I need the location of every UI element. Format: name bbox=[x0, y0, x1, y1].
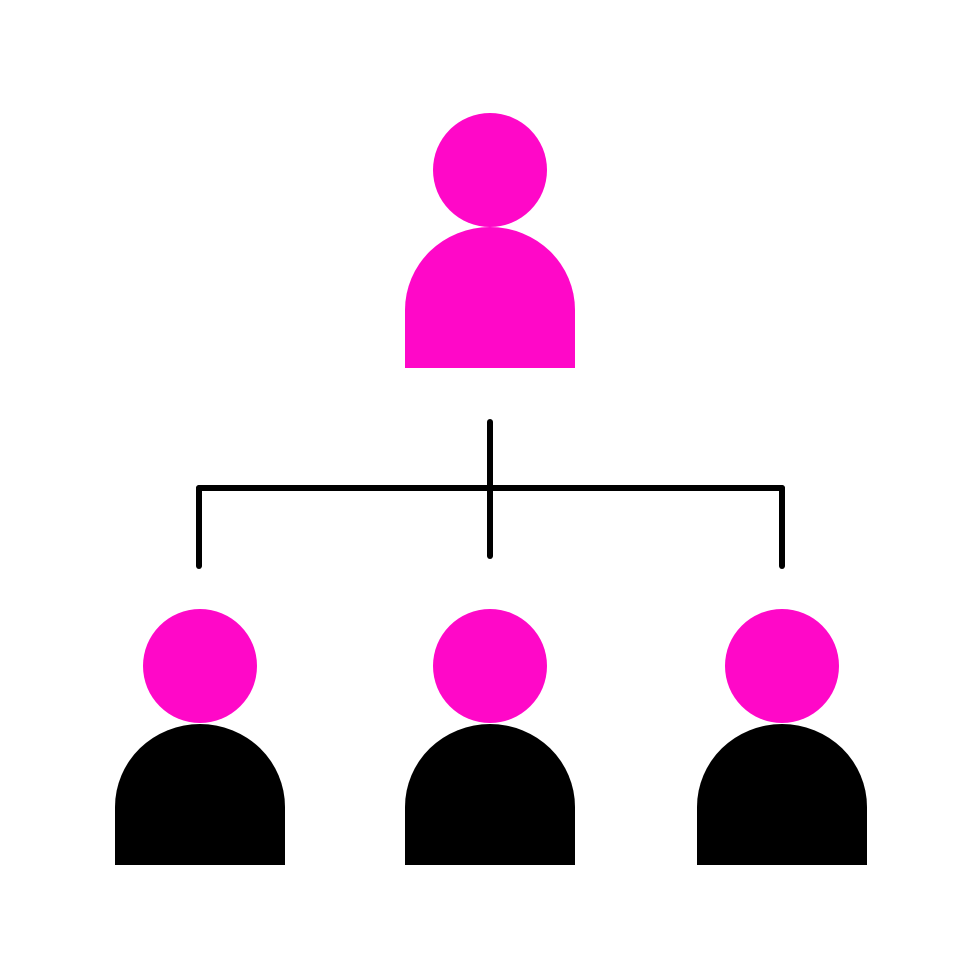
report-3-body bbox=[697, 724, 867, 865]
manager-person-icon bbox=[405, 113, 575, 368]
report-1-head bbox=[143, 609, 257, 723]
report-3-person-icon bbox=[697, 609, 867, 865]
report-1-body bbox=[115, 724, 285, 865]
manager-head bbox=[433, 113, 547, 227]
report-2-body bbox=[405, 724, 575, 865]
report-2-person-icon bbox=[405, 609, 575, 865]
manager-body bbox=[405, 227, 575, 368]
report-3-head bbox=[725, 609, 839, 723]
report-1-person-icon bbox=[115, 609, 285, 865]
connector-lines bbox=[196, 419, 785, 569]
report-2-head bbox=[433, 609, 547, 723]
